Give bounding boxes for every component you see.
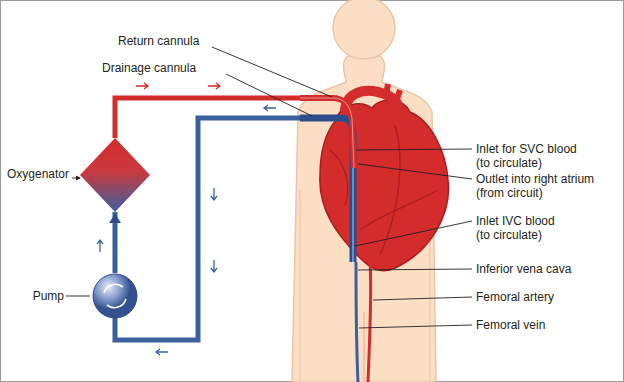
part-label: Femoral vein xyxy=(476,318,545,332)
part-label: Drainage cannula xyxy=(102,61,196,75)
leader-lines xyxy=(66,47,472,328)
oxygenator-diamond-shape xyxy=(80,138,150,212)
part-label: Return cannula xyxy=(118,34,199,48)
part-label: Inlet IVC blood (to circulate) xyxy=(476,214,572,242)
part-label: Femoral artery xyxy=(476,290,554,304)
part-label: Outlet into right atrium (from circuit) xyxy=(476,172,620,200)
heart xyxy=(320,100,449,271)
pump-circle-shape xyxy=(92,273,138,319)
node-label: Oxygenator xyxy=(7,167,69,181)
drainage-cannula xyxy=(300,118,353,262)
femoral-vein xyxy=(356,262,358,382)
node-label: Pump xyxy=(33,289,64,303)
oxygenator-diamond: Oxygenator xyxy=(80,138,150,212)
femoral-artery xyxy=(368,262,371,382)
part-label: Inlet for SVC blood (to circulate) xyxy=(476,142,594,170)
pump-circle: Pump xyxy=(92,273,138,319)
part-label: Inferior vena cava xyxy=(476,262,571,276)
drainage-tube xyxy=(115,118,300,340)
arrow-head xyxy=(109,214,121,223)
leg-divide xyxy=(363,312,365,382)
return-cannula xyxy=(300,98,354,168)
head xyxy=(333,0,395,59)
flow-arrows xyxy=(136,83,220,89)
tube-connector xyxy=(109,212,121,273)
